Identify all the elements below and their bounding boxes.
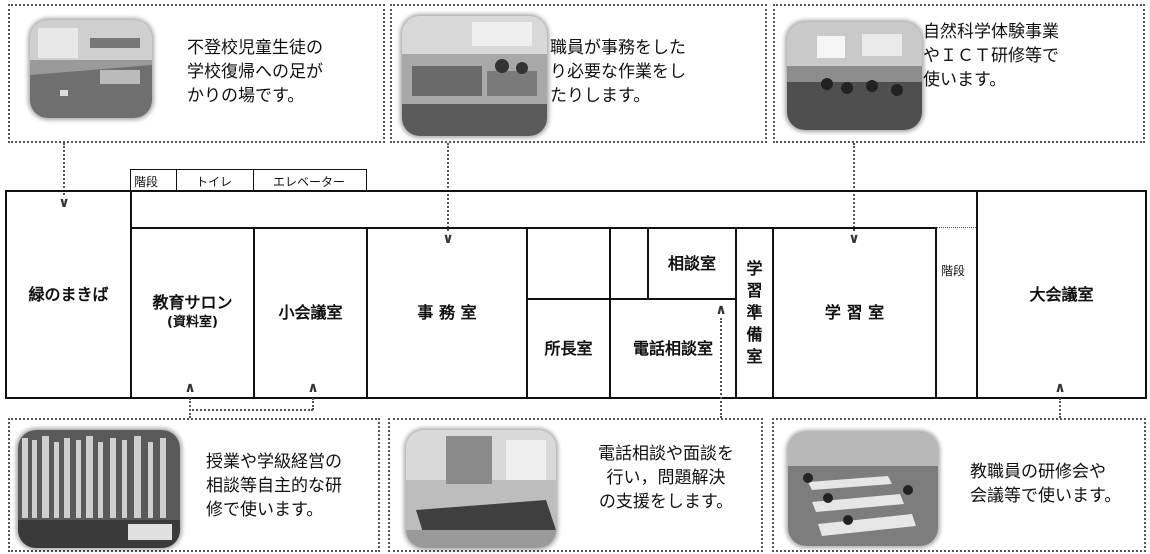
connector-large-meeting <box>1059 398 1061 418</box>
arrow-up-large-meeting: ∧ <box>1054 380 1066 396</box>
room-office: 事 務 室 <box>417 303 477 322</box>
photo-bookshelf <box>18 430 180 548</box>
room-phone-consultation: 電話相談室 <box>632 338 713 358</box>
callout-study: 自然科学体験事業 やＩＣＴ研修等で 使います。 <box>773 4 1145 143</box>
room-education-salon: 教育サロン (資料室) <box>152 293 233 330</box>
callout-text: 職員が事務をした り必要な作業をし たりします。 <box>550 38 686 106</box>
arrow-up-salon: ∧ <box>184 380 196 396</box>
connector-study <box>853 143 855 231</box>
photo-office-room <box>402 16 547 136</box>
room-consultation: 相談室 <box>667 253 716 273</box>
room-midori: 緑のまきば <box>28 284 109 304</box>
room-large-meeting: 大会議室 <box>1029 284 1094 304</box>
callout-text: 電話相談や面談を 行い，問題解決 の支援をします。 <box>598 444 734 512</box>
callout-midori: 不登校児童生徒の 学校復帰への足が かりの場です。 <box>8 4 385 143</box>
callout-text: 授業や学級経営の 相談等自主的な研 修で使います。 <box>206 452 342 520</box>
photo-midori-room <box>30 20 152 118</box>
photo-study-room <box>787 22 922 130</box>
label-stairs-top: 階段 <box>134 175 159 189</box>
callout-office: 職員が事務をした り必要な作業をし たりします。 <box>390 4 767 143</box>
callout-text: 不登校児童生徒の 学校復帰への足が かりの場です。 <box>187 38 323 106</box>
room-director: 所長室 <box>544 338 593 358</box>
connector-phone <box>720 318 722 418</box>
room-study-prep: 学 習 準 備 室 <box>746 259 763 366</box>
callout-phone-consult: 電話相談や面談を 行い，問題解決 の支援をします。 <box>388 418 763 552</box>
arrow-up-phone: ∧ <box>715 302 727 318</box>
label-stairs-right: 階段 <box>941 264 966 278</box>
arrow-down-office: ∨ <box>442 231 454 247</box>
callout-salon: 授業や学級経営の 相談等自主的な研 修で使います。 <box>8 418 380 552</box>
connector-midori <box>63 143 65 195</box>
photo-large-meeting <box>788 432 938 546</box>
label-toilet: トイレ <box>196 175 233 189</box>
connector-small-meeting <box>312 398 314 410</box>
label-elevator: エレベーター <box>273 175 346 189</box>
connector-bottom-left-h <box>189 409 313 411</box>
callout-text: 教職員の研修会や 会議等で使います。 <box>970 462 1122 506</box>
room-study: 学 習 室 <box>824 303 885 322</box>
room-small-meeting: 小会議室 <box>278 303 343 322</box>
connector-salon <box>189 398 191 418</box>
arrow-down-midori: ∨ <box>58 195 70 211</box>
arrow-up-small-meeting: ∧ <box>307 380 319 396</box>
callout-text: 自然科学体験事業 やＩＣＴ研修等で 使います。 <box>923 22 1059 90</box>
photo-consult-room <box>406 430 556 548</box>
callout-large-meeting: 教職員の研修会や 会議等で使います。 <box>772 418 1146 552</box>
arrow-down-study: ∨ <box>848 231 860 247</box>
connector-office <box>447 143 449 231</box>
